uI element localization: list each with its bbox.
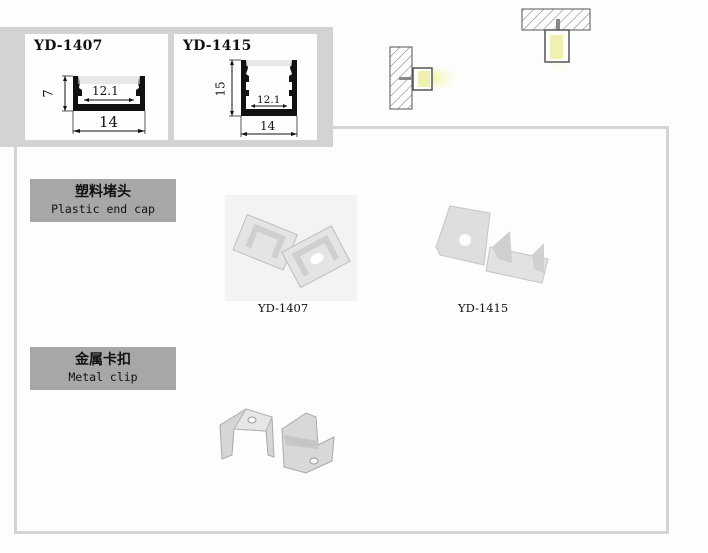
outer-width-label: 14 xyxy=(260,119,276,133)
section-label-plastic-end-cap: 塑料堵头 Plastic end cap xyxy=(30,179,176,222)
profile-card-yd-1407: YD-1407 12.1 7 14 xyxy=(25,34,168,140)
profile-cross-section-icon xyxy=(62,75,146,134)
metal-clip-image xyxy=(219,408,335,474)
section-title-cn: 塑料堵头 xyxy=(75,184,131,200)
end-cap-yd-1407-image xyxy=(225,195,357,301)
section-title-en: Plastic end cap xyxy=(51,202,155,216)
section-title-cn: 金属卡扣 xyxy=(75,352,131,368)
height-label: 7 xyxy=(41,89,57,98)
inner-width-label: 12.1 xyxy=(257,94,281,106)
profile-model-label: YD-1415 xyxy=(183,38,252,54)
section-title-en: Metal clip xyxy=(68,370,138,384)
section-label-metal-clip: 金属卡扣 Metal clip xyxy=(30,347,176,390)
wall-mount-diagram-icon xyxy=(389,46,463,110)
end-cap-yd-1415-image xyxy=(435,205,549,284)
profile-model-label: YD-1407 xyxy=(34,38,103,54)
ceiling-mount-diagram-icon xyxy=(521,8,591,75)
end-cap-caption: YD-1415 xyxy=(458,301,509,315)
profile-card-yd-1415: YD-1415 12.1 15 14 xyxy=(174,34,317,140)
height-label: 15 xyxy=(213,81,228,97)
profile-cross-section-icon xyxy=(229,59,298,137)
end-cap-caption: YD-1407 xyxy=(258,301,309,315)
outer-width-label: 14 xyxy=(99,113,119,131)
inner-width-label: 12.1 xyxy=(92,84,119,98)
